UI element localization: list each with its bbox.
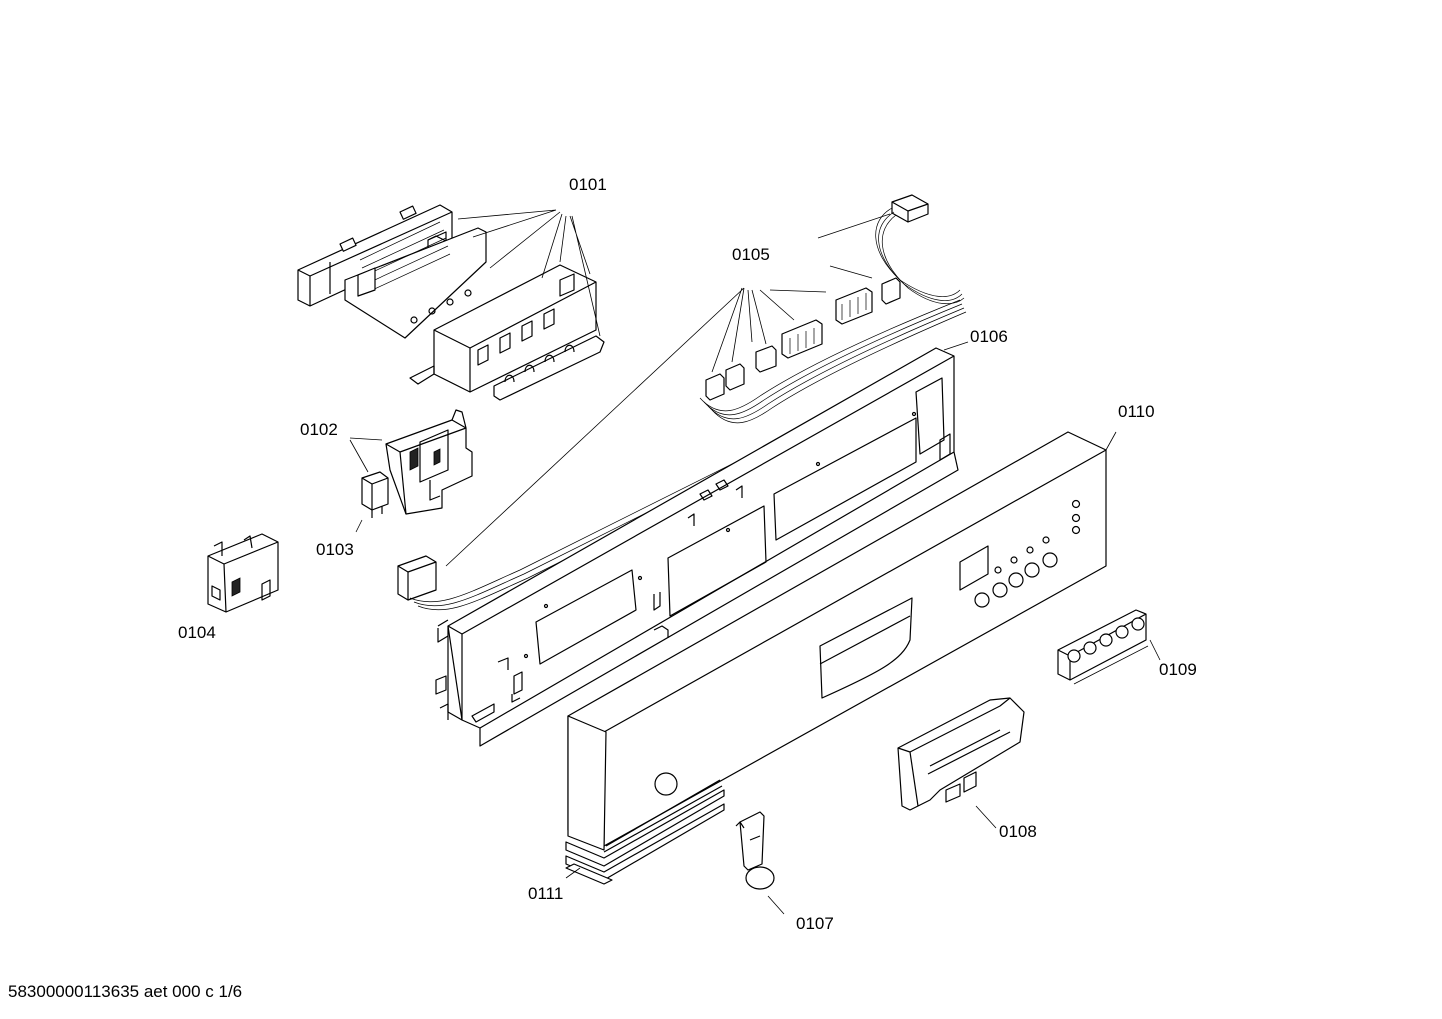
leader-0111 bbox=[565, 867, 581, 879]
label-0111: 0111 bbox=[528, 884, 564, 903]
leader-0110 bbox=[1105, 431, 1117, 451]
leader-0105 bbox=[445, 287, 827, 567]
part-0109-button-set bbox=[1057, 609, 1147, 681]
leader-0105b bbox=[817, 213, 891, 279]
label-0107: 0107 bbox=[796, 914, 834, 933]
label-0101: 0101 bbox=[569, 175, 607, 194]
leader-0108 bbox=[975, 805, 997, 829]
label-0103: 0103 bbox=[316, 540, 354, 559]
part-0103-relay bbox=[361, 471, 389, 518]
label-0110: 0110 bbox=[1118, 402, 1155, 421]
leader-0102b bbox=[349, 439, 369, 473]
part-0108-handle bbox=[897, 697, 1025, 811]
leader-0109 bbox=[1073, 639, 1161, 685]
label-0106: 0106 bbox=[970, 327, 1008, 346]
part-0102-switch bbox=[385, 409, 473, 515]
part-0107-clip bbox=[735, 811, 775, 890]
part-0104-main-switch bbox=[207, 533, 279, 613]
label-0105: 0105 bbox=[732, 245, 770, 264]
label-0102: 0102 bbox=[300, 420, 338, 439]
label-0108: 0108 bbox=[999, 822, 1037, 841]
drawing-reference-footer: 58300000113635 aet 000 c 1/6 bbox=[8, 982, 243, 1001]
label-0104: 0104 bbox=[178, 623, 216, 642]
label-0109: 0109 bbox=[1159, 660, 1197, 679]
leader-0106 bbox=[943, 341, 969, 351]
leader-0101 bbox=[457, 209, 601, 337]
leader-0103 bbox=[355, 519, 363, 533]
leader-0107 bbox=[767, 895, 785, 915]
part-0101-control-module bbox=[297, 204, 605, 401]
part-0106-frame bbox=[435, 347, 959, 747]
part-0111-panel-cover bbox=[565, 715, 725, 885]
leader-0102 bbox=[349, 437, 383, 441]
